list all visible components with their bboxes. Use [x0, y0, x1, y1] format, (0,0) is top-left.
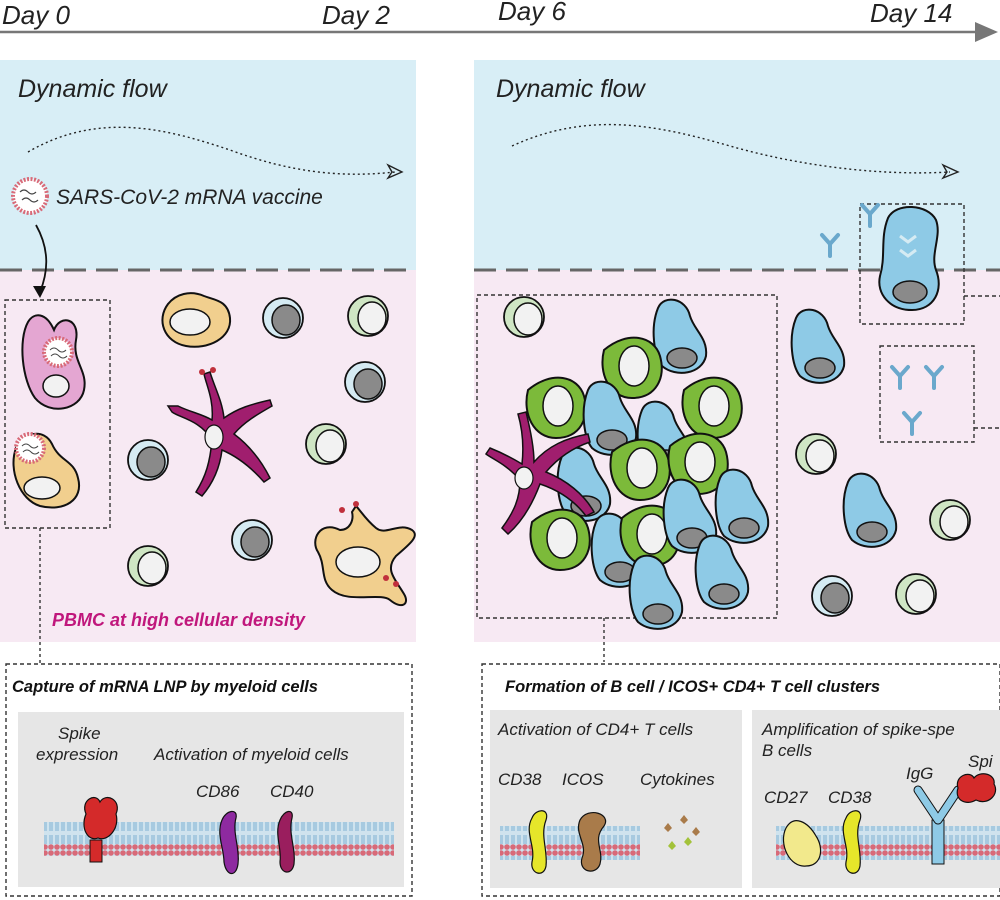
- spike-protein-icon: [83, 797, 118, 863]
- plasma-cell: [878, 205, 940, 312]
- plasma-cell-box: [859, 203, 965, 325]
- spike-bound-label: Spi: [968, 752, 993, 771]
- left-flow-region: [0, 60, 416, 270]
- spike-label-2: expression: [36, 745, 119, 764]
- myeloid-box-title: Capture of mRNA LNP by myeloid cells: [12, 678, 318, 696]
- lymphocyte-b: [344, 361, 386, 403]
- lymphocyte-b: [262, 297, 304, 339]
- left-flow-arrow: [27, 126, 396, 175]
- antibody-box: [879, 345, 975, 443]
- icos-protein-icon: [578, 811, 607, 872]
- day-label-0: Day 0: [2, 0, 70, 30]
- myeloid-cell-pink: [21, 314, 86, 410]
- myeloid-cell-tan-2: [161, 292, 232, 348]
- left-flow-label: Dynamic flow: [18, 75, 167, 103]
- cd27-label: CD27: [764, 788, 808, 807]
- activation-myeloid-label: Activation of myeloid cells: [154, 745, 349, 764]
- lymphocyte-g: [503, 296, 545, 338]
- cytokines-icon: [664, 815, 700, 850]
- cd40-protein-icon: [277, 810, 295, 873]
- day-label-6: Day 6: [498, 0, 566, 26]
- pbmc-label: PBMC at high cellular density: [52, 610, 306, 630]
- day-label-14: Day 14: [870, 0, 953, 28]
- spike-bound-icon: [956, 773, 997, 803]
- capture-arrowhead: [33, 286, 46, 298]
- cd86-label: CD86: [196, 782, 240, 801]
- igg-label: IgG: [906, 764, 934, 783]
- bcell-amplification-title-2: B cells: [762, 741, 813, 760]
- left-flow-arrowhead: [386, 163, 404, 180]
- lymphocyte-b: [811, 575, 853, 617]
- dendritic-cell-right: [484, 411, 596, 536]
- cluster-box: [476, 294, 778, 619]
- right-flow-arrowhead: [941, 163, 960, 180]
- day-label-2: Day 2: [322, 0, 390, 30]
- tcell-activation-title: Activation of CD4+ T cells: [498, 720, 694, 739]
- lnp-vaccine-icon: [11, 177, 49, 215]
- igg-bcr-icon: [913, 785, 963, 865]
- right-flow-label: Dynamic flow: [496, 75, 645, 103]
- cytokines-label: Cytokines: [640, 770, 715, 789]
- vaccine-label: SARS-CoV-2 mRNA vaccine: [56, 186, 323, 209]
- cd27-protein-icon: [782, 820, 822, 867]
- lymphocyte-b: [231, 519, 273, 561]
- bcell-amplification-title-1: Amplification of spike-spe: [762, 720, 955, 739]
- lymphocyte-g: [127, 545, 169, 587]
- myeloid-capture-box: [4, 299, 111, 529]
- timeline-arrowhead: [975, 22, 998, 42]
- lymphocyte-g: [347, 295, 389, 337]
- dendritic-cell-left: [166, 367, 273, 497]
- spike-label-1: Spike: [58, 724, 101, 743]
- myeloid-cell-tan: [12, 432, 81, 509]
- myeloid-detail-inner: [18, 712, 404, 887]
- membrane-right-1: [500, 826, 640, 860]
- cluster-box-title: Formation of B cell / ICOS+ CD4+ T cell …: [505, 678, 881, 696]
- cd86-protein-icon: [219, 810, 239, 875]
- lymphocyte-g: [795, 433, 837, 475]
- lymphocyte-g: [929, 499, 971, 541]
- cd38-protein-icon: [528, 810, 548, 874]
- myeloid-cell-tan-branched: [314, 501, 416, 607]
- cd38-label: CD38: [498, 770, 542, 789]
- lymphocyte-b: [127, 439, 169, 481]
- lymphocyte-g: [305, 423, 347, 465]
- cd40-label: CD40: [270, 782, 314, 801]
- cd38-b-label: CD38: [828, 788, 872, 807]
- icos-label: ICOS: [562, 770, 604, 789]
- cd38-b-protein-icon: [842, 810, 862, 874]
- right-flow-arrow: [511, 123, 951, 174]
- lymphocyte-g: [895, 573, 937, 615]
